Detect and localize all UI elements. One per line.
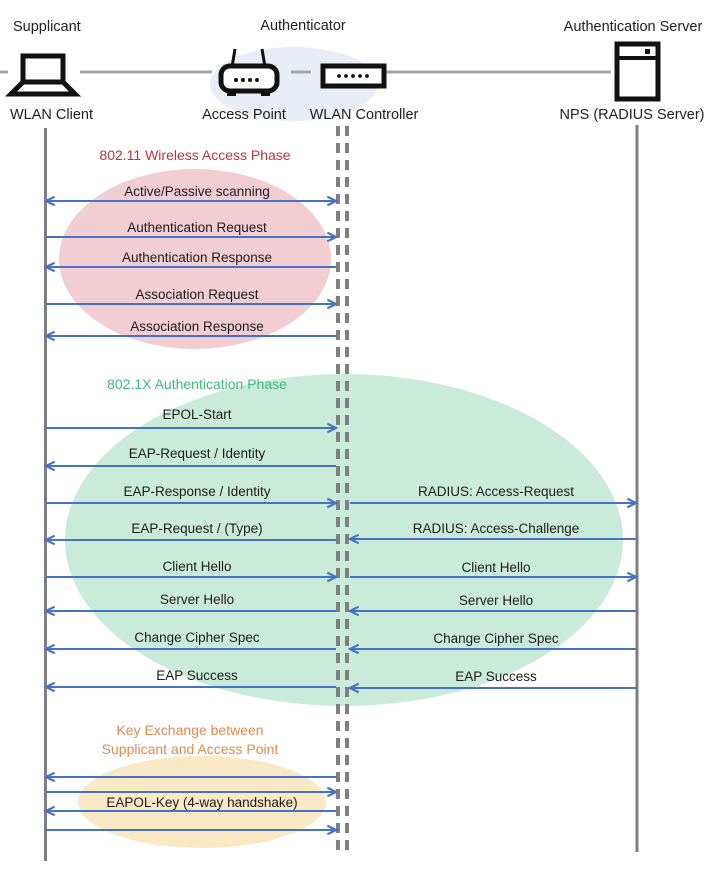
actor-authenticator: Authenticator	[260, 18, 346, 34]
lifeline-wlan-controller	[336, 126, 349, 852]
message-label-eap-request-type: EAP-Request / (Type)	[131, 521, 263, 536]
message-label-client-hello-right: Client Hello	[461, 560, 531, 575]
message-label-server-hello-right: Server Hello	[458, 593, 534, 608]
device-wlan-client: WLAN Client	[10, 107, 93, 123]
message-label-change-cipher-spec-right: Change Cipher Spec	[433, 631, 559, 646]
message-label-epol-start: EPOL-Start	[162, 407, 232, 422]
message-label-change-cipher-spec-left: Change Cipher Spec	[134, 630, 260, 645]
message-label-eap-response-identity: EAP-Response / Identity	[123, 484, 271, 499]
actor-supplicant: Supplicant	[13, 19, 81, 35]
message-label-authentication-response: Authentication Response	[121, 250, 273, 265]
access-point-icon	[218, 48, 280, 96]
message-label-active-passive-scanning: Active/Passive scanning	[124, 184, 270, 199]
message-label-radius-access-request: RADIUS: Access-Request	[417, 484, 575, 499]
message-label-eap-request-identity: EAP-Request / Identity	[128, 446, 266, 461]
phase-title-key-exchange-line2: Supplicant and Access Point	[101, 741, 279, 757]
message-label-association-response: Association Response	[130, 319, 264, 334]
laptop-icon	[4, 53, 82, 97]
message-label-eapol-key-handshake: EAPOL-Key (4-way handshake)	[106, 795, 298, 810]
wlan-controller-icon	[320, 63, 387, 89]
message-arrows	[46, 201, 636, 830]
device-nps-server: NPS (RADIUS Server)	[559, 107, 705, 123]
message-label-eap-success-left: EAP Success	[156, 668, 238, 683]
server-icon	[614, 41, 661, 102]
key-exchange-phase-ellipse	[78, 756, 326, 848]
message-label-eap-success-right: EAP Success	[455, 669, 537, 684]
message-label-client-hello-left: Client Hello	[162, 559, 232, 574]
phase-title-wireless-access: 802.11 Wireless Access Phase	[99, 147, 291, 163]
device-access-point: Access Point	[202, 107, 286, 123]
message-label-radius-access-challenge: RADIUS: Access-Challenge	[412, 521, 580, 536]
phase-title-key-exchange-line1: Key Exchange between	[116, 722, 264, 738]
actor-authentication-server: Authentication Server	[563, 19, 703, 35]
message-label-server-hello-left: Server Hello	[159, 592, 235, 607]
message-label-authentication-request: Authentication Request	[127, 220, 267, 235]
message-label-association-request: Association Request	[135, 287, 259, 302]
phase-title-authentication: 802.1X Authentication Phase	[107, 376, 287, 392]
authentication-phase-ellipse	[65, 374, 623, 706]
device-wlan-controller: WLAN Controller	[309, 107, 419, 123]
